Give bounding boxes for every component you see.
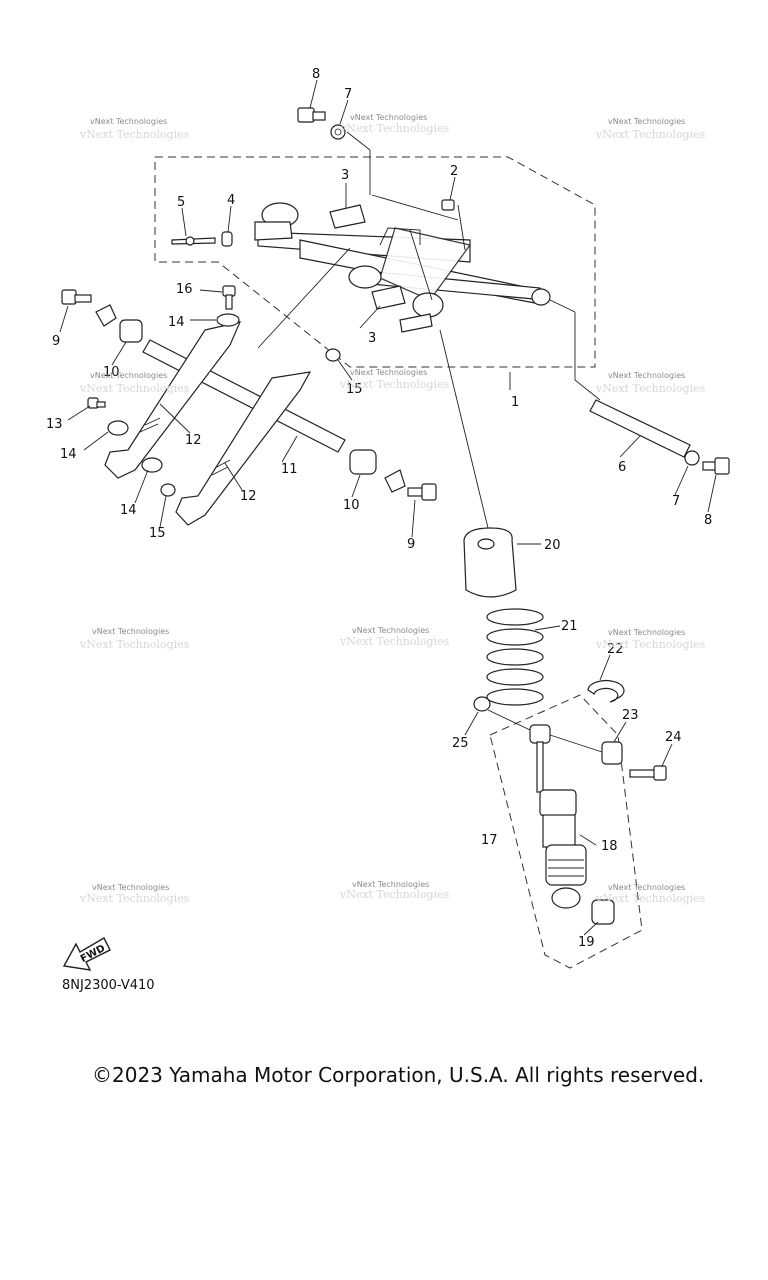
svg-text:vNext Technologies: vNext Technologies [339,635,450,648]
callout-21: 21 [561,619,578,634]
watermark-text: vNext Technologies [90,371,167,380]
watermark-text: vNext Technologies [352,880,429,889]
callout-24: 24 [665,730,682,745]
copyright-notice: ©2023 Yamaha Motor Corporation, U.S.A. A… [92,1063,705,1087]
drawing-code: 8NJ2300-V410 [62,978,155,993]
callout-15: 15 [346,382,363,397]
callout-25: 25 [452,736,469,751]
swing-arm-assembly [254,199,551,333]
callout-8: 8 [312,67,320,82]
washer-14-top [216,313,240,327]
callout-16: 16 [176,282,193,297]
watermark-text: vNext Technologies [608,883,685,892]
right-bushing-10 [349,449,377,475]
callout-7: 7 [672,494,680,509]
callout-18: 18 [601,839,618,854]
watermark-text: vNext Technologies [608,117,685,126]
callout-15: 15 [149,526,166,541]
callout-2: 2 [450,164,458,179]
bolt-13 [87,397,106,409]
svg-text:vNext Technologies: vNext Technologies [79,638,190,651]
link-12-rear [175,371,312,526]
callout-14: 14 [120,503,137,518]
svg-text:vNext Technologies: vNext Technologies [595,382,706,395]
collar-19 [591,899,615,925]
callout-labels: 1 2 3 3 4 5 6 7 7 8 8 9 9 10 10 11 12 12… [46,67,712,950]
fwd-arrow-icon: FWD [62,937,111,971]
callout-10: 10 [103,365,120,380]
watermark-text: vNext Technologies [608,371,685,380]
right-bracket [384,469,406,493]
shaft-6 [589,399,691,458]
callout-9: 9 [407,537,415,552]
top-bolt-8 [297,107,326,123]
shock-absorber-18 [529,724,587,909]
svg-text:vNext Technologies: vNext Technologies [79,892,190,905]
callout-22: 22 [607,642,624,657]
link-12-front [104,321,242,479]
watermark-text: vNext Technologies [90,117,167,126]
bolt-24 [629,765,667,781]
callout-8: 8 [704,513,712,528]
callout-7: 7 [344,87,352,102]
left-bracket [95,304,117,327]
callout-6: 6 [618,460,626,475]
svg-text:vNext Technologies: vNext Technologies [595,128,706,141]
nut-15-lower [160,483,176,497]
right-bolt-9 [407,483,437,501]
collar-23 [601,741,623,765]
washer-7-right [684,450,700,466]
callout-3: 3 [368,331,376,346]
watermarks: vNext Technologies vNext Technologies vN… [79,113,706,905]
assembly-17-outline [489,694,643,969]
washer-14-lower [141,457,163,473]
nut-15-upper [325,348,341,362]
svg-text:vNext Technologies: vNext Technologies [595,892,706,905]
watermark-text: vNext Technologies [352,626,429,635]
callout-9: 9 [52,334,60,349]
left-bolt-9 [61,289,92,305]
callout-4: 4 [227,193,235,208]
callout-20: 20 [544,538,561,553]
left-bushing-10 [119,319,143,343]
bolt-16 [222,285,236,310]
svg-text:vNext Technologies: vNext Technologies [339,888,450,901]
callout-14: 14 [168,315,185,330]
spring-seat-22 [587,679,625,703]
callout-13: 13 [46,417,63,432]
watermark-text: vNext Technologies [92,883,169,892]
bump-stop-20 [463,527,517,598]
watermark-text: vNext Technologies [92,627,169,636]
callout-19: 19 [578,935,595,950]
callout-17: 17 [481,833,498,848]
svg-text:vNext Technologies: vNext Technologies [339,378,450,391]
washer-14-left [107,420,129,436]
callout-11: 11 [281,462,298,477]
assembly-1-outline [154,156,596,368]
svg-text:vNext Technologies: vNext Technologies [595,638,706,651]
leader-lines [59,79,717,936]
svg-text:vNext Technologies: vNext Technologies [339,122,450,135]
callout-3: 3 [341,168,349,183]
callout-1: 1 [511,395,519,410]
watermark-text: vNext Technologies [608,628,685,637]
svg-text:vNext Technologies: vNext Technologies [79,382,190,395]
watermark-text: vNext Technologies [350,113,427,122]
watermark-text: vNext Technologies [350,368,427,377]
callout-14: 14 [60,447,77,462]
bolt-8-right [702,457,730,475]
parts-diagram: 1 2 3 3 4 5 6 7 7 8 8 9 9 10 10 11 12 12… [46,67,730,971]
spring-21 [486,608,544,706]
callout-12: 12 [185,433,202,448]
nut-25 [473,696,491,712]
callout-23: 23 [622,708,639,723]
svg-text:vNext Technologies: vNext Technologies [79,128,190,141]
callout-5: 5 [177,195,185,210]
callout-10: 10 [343,498,360,513]
callout-12: 12 [240,489,257,504]
pin-5 [171,231,233,247]
